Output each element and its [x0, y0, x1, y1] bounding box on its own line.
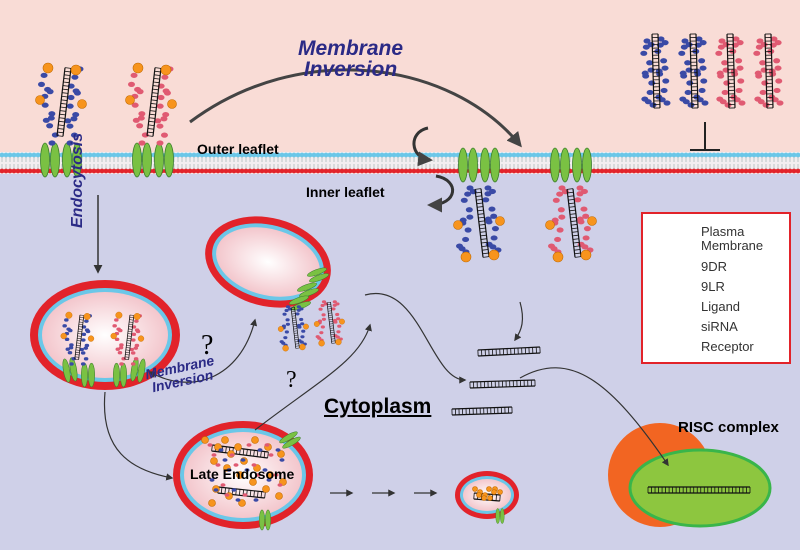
ligand	[161, 65, 171, 75]
ligand	[88, 336, 94, 342]
ligand	[335, 339, 341, 345]
plasma-membrane	[0, 152, 800, 174]
ligand	[111, 333, 117, 339]
membrane-inversion-title: Membrane Inversion	[298, 38, 403, 80]
legend-item-plasma-membrane: Plasma Membrane	[701, 225, 763, 252]
ligand	[498, 490, 503, 495]
ligand	[487, 487, 492, 492]
ligand	[319, 340, 325, 346]
late-endosome-label: Late Endosome	[190, 467, 294, 481]
ligand	[84, 313, 91, 320]
ligand	[133, 63, 143, 73]
ligand	[252, 437, 259, 444]
ligand	[211, 458, 218, 465]
ligand	[546, 221, 555, 230]
ligand	[588, 217, 597, 226]
ligand	[235, 444, 242, 451]
ligand	[116, 312, 123, 319]
ligand	[276, 493, 283, 500]
ligand	[553, 252, 563, 262]
ligand	[488, 496, 493, 501]
ligand	[222, 437, 229, 444]
outer-leaflet-label: Outer leaflet	[197, 142, 279, 156]
legend-item-ligand: Ligand	[701, 300, 740, 314]
legend-item-receptor: Receptor	[701, 340, 754, 354]
legend: Plasma Membrane 9DR 9LR Ligand siRNA Rec…	[641, 212, 791, 364]
cytoplasm-label: Cytoplasm	[324, 396, 431, 417]
ligand	[134, 313, 141, 320]
ligand	[202, 437, 209, 444]
ligand	[303, 324, 308, 329]
ligand	[496, 217, 505, 226]
question-mark-lower: ?	[286, 368, 297, 392]
ligand	[581, 250, 591, 260]
ligand	[168, 100, 177, 109]
ligand	[454, 221, 463, 230]
ligand	[138, 336, 144, 342]
legend-item-sirna: siRNA	[701, 320, 738, 334]
ligand	[43, 63, 53, 73]
ligand	[314, 321, 319, 326]
ligand	[263, 486, 270, 493]
ligand	[492, 490, 497, 495]
ligand	[473, 487, 478, 492]
ligand	[482, 496, 487, 501]
ligand	[339, 319, 344, 324]
ligand	[477, 493, 482, 498]
risc-complex-label: RISC complex	[678, 420, 779, 435]
ligand	[278, 326, 283, 331]
ligand	[66, 312, 73, 319]
inner-leaflet-label: Inner leaflet	[306, 185, 385, 199]
legend-item-9dr: 9DR	[701, 260, 727, 274]
legend-item-9lr: 9LR	[701, 280, 725, 294]
question-mark-upper: ?	[201, 332, 213, 360]
ligand	[78, 100, 87, 109]
ligand	[126, 96, 135, 105]
ligand	[283, 345, 289, 351]
ligand	[61, 333, 67, 339]
ligand	[209, 500, 216, 507]
ligand	[299, 344, 305, 350]
ligand	[71, 65, 81, 75]
ligand	[489, 250, 499, 260]
endocytosis-label: Endocytosis	[70, 133, 86, 228]
ligand	[36, 96, 45, 105]
ligand	[461, 252, 471, 262]
